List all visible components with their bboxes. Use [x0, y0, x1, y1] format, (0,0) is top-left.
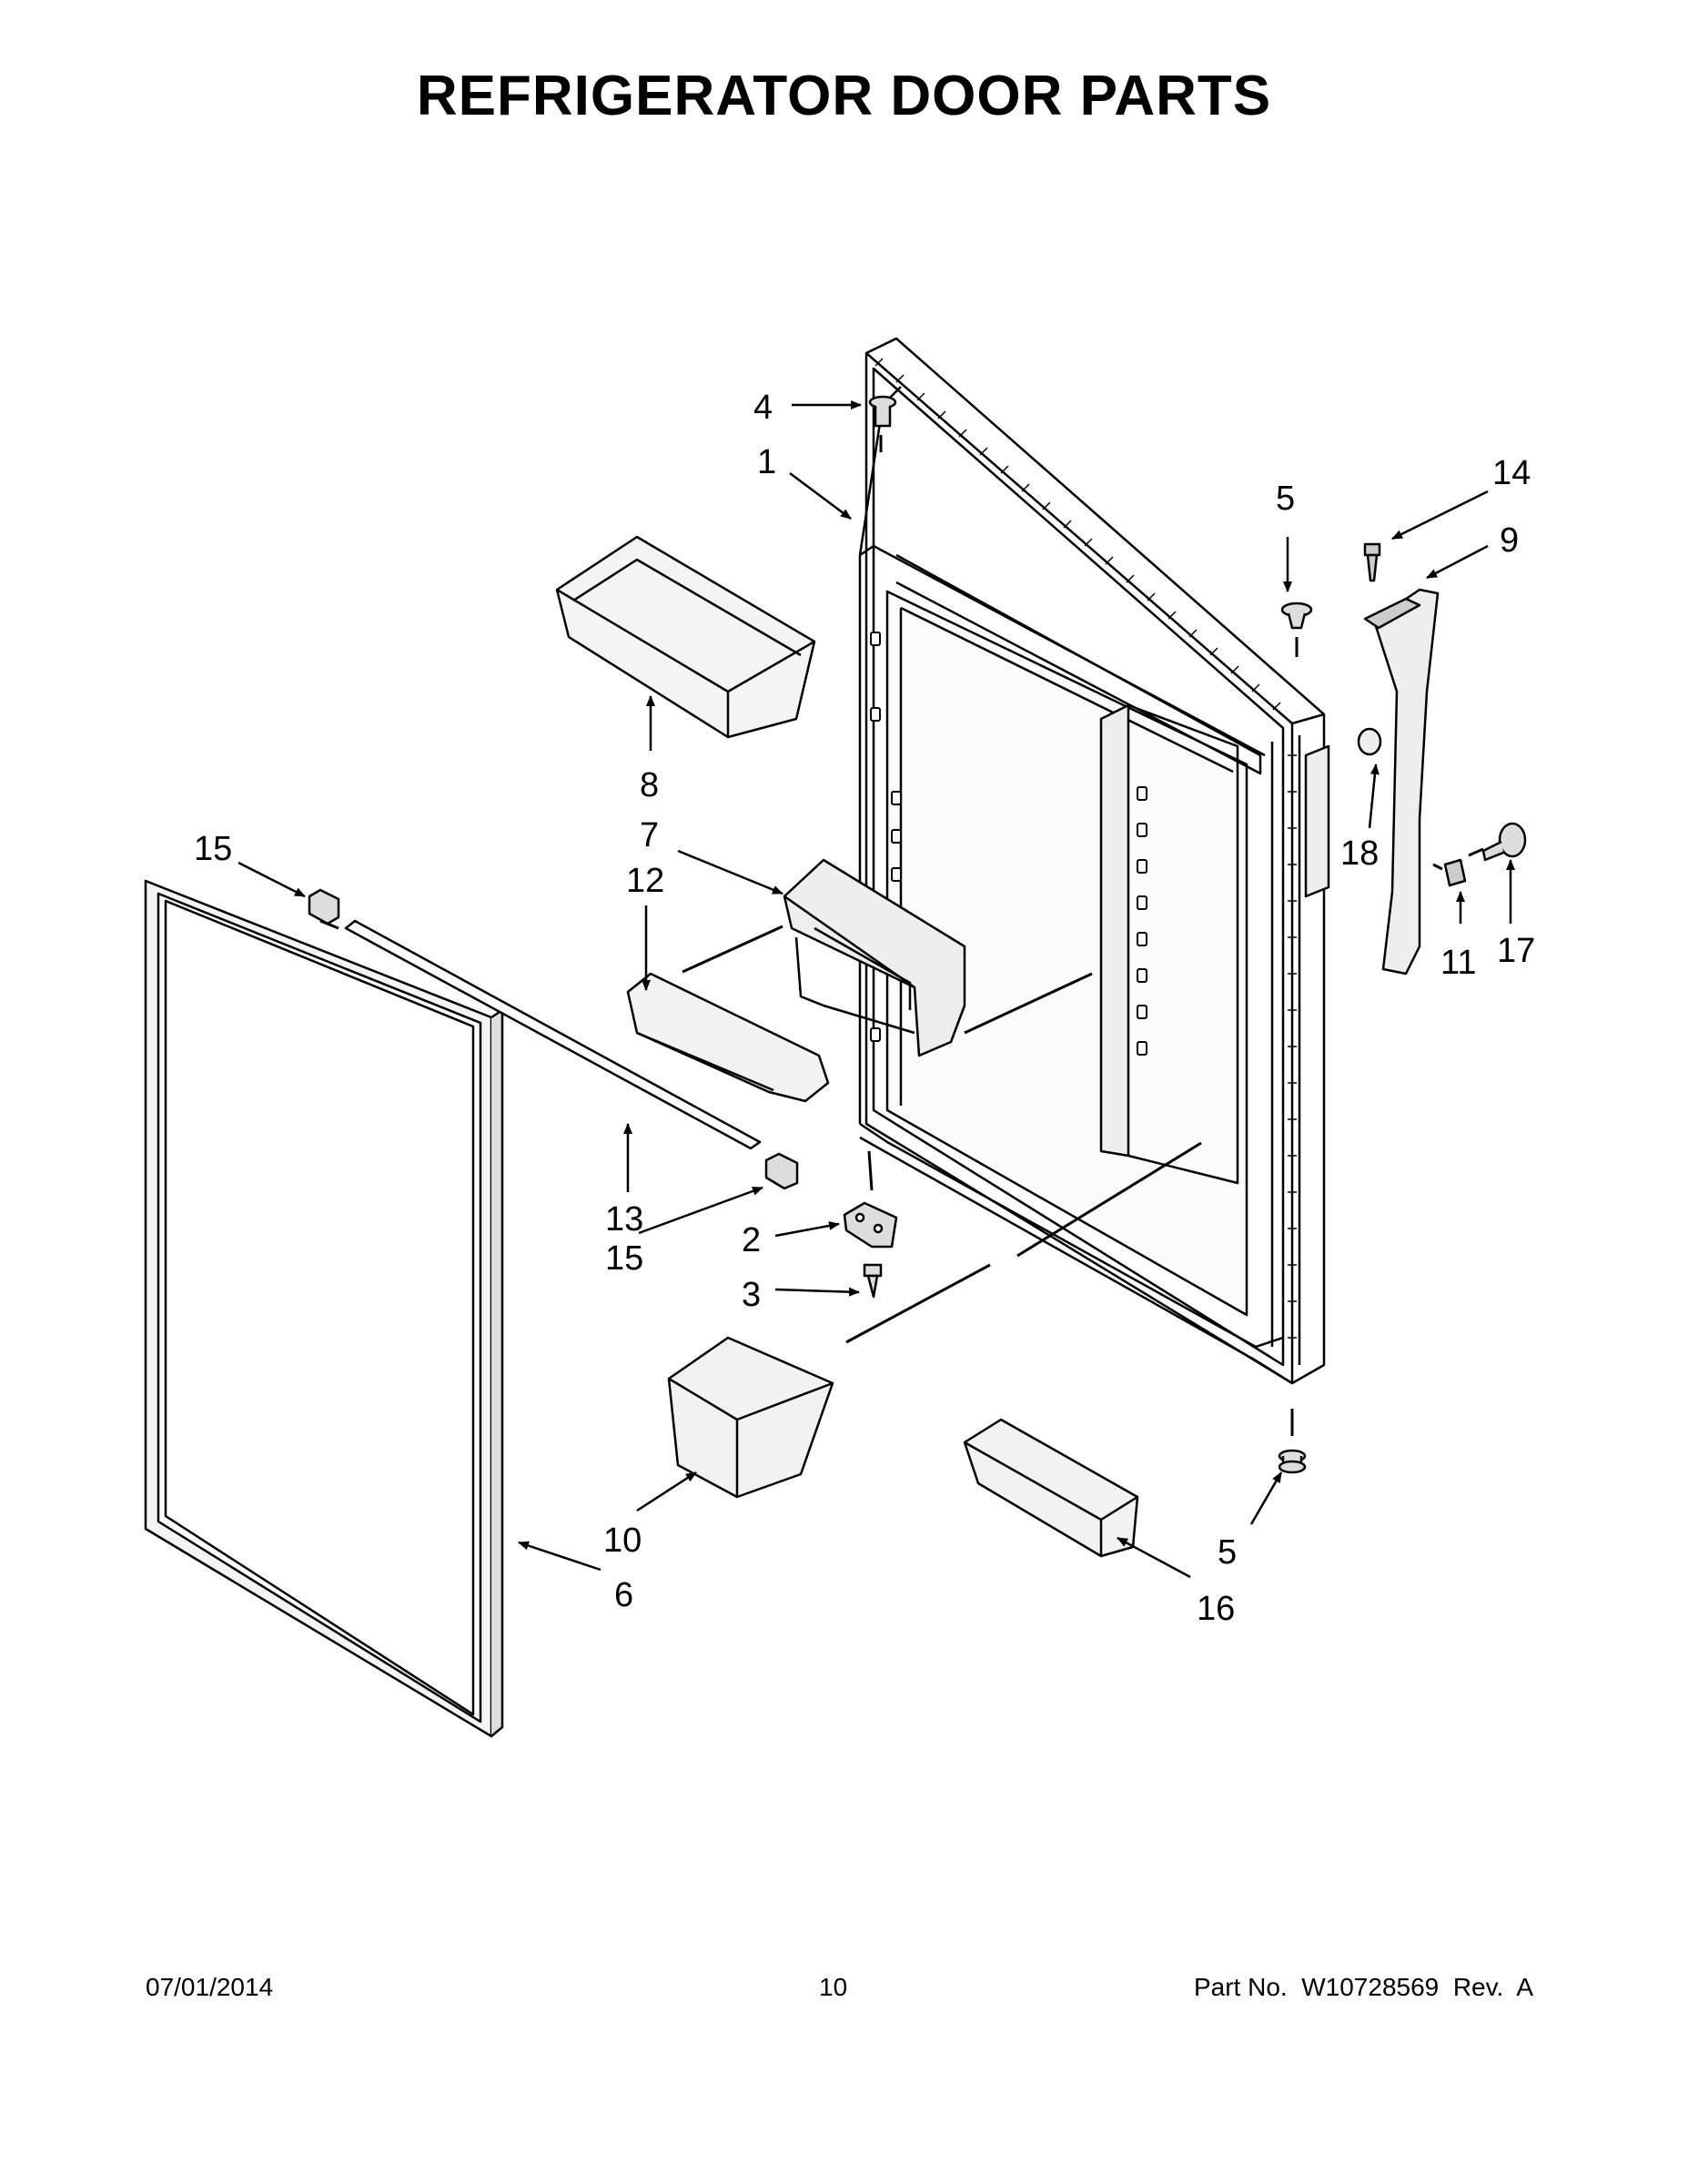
explode-lines [319, 435, 1484, 1436]
callout-leader-arrows [238, 400, 1515, 1579]
callout-17: 17 [1497, 932, 1535, 970]
callout-16: 16 [1197, 1590, 1235, 1628]
callout-5-top: 5 [1276, 480, 1295, 518]
bin-cover-part [626, 972, 830, 1103]
shelf-peg-holes [870, 632, 1147, 1056]
callout-5-bottom: 5 [1218, 1533, 1237, 1572]
lower-door-bin-part [667, 1336, 834, 1499]
set-screw-part [1443, 858, 1467, 887]
callout-labels: 4 1 5 14 9 8 7 12 15 18 11 17 13 15 2 3 … [194, 389, 1535, 1628]
door-handle-part [1363, 588, 1440, 976]
footer-part-number: Part No. W10728569 Rev. A [1194, 1973, 1533, 2002]
mounting-stud-part [1481, 822, 1527, 862]
dispenser-bin-part [783, 858, 966, 1057]
handle-plug-part [1357, 727, 1382, 756]
callout-1: 1 [757, 443, 776, 481]
top-pin-part [868, 395, 897, 428]
callout-7: 7 [640, 816, 659, 854]
rail-end-cap-part [308, 888, 799, 1190]
callout-12: 12 [626, 862, 664, 900]
handle-screw-part [1363, 542, 1381, 582]
bin-rail-part [344, 919, 762, 1150]
callout-8: 8 [640, 766, 659, 804]
hinge-plate-part [843, 1201, 898, 1249]
callout-9: 9 [1500, 521, 1519, 560]
page-title: REFRIGERATOR DOOR PARTS [416, 65, 1272, 127]
callout-10: 10 [603, 1522, 642, 1560]
footer-date: 07/01/2014 [146, 1973, 274, 2001]
callout-2: 2 [742, 1221, 761, 1259]
dairy-bin-part [963, 1418, 1139, 1558]
callout-18: 18 [1340, 834, 1379, 873]
callout-4: 4 [753, 389, 773, 427]
part-number-label: Part No. [1193, 1973, 1288, 2001]
door-gasket-part [144, 879, 504, 1738]
callout-14: 14 [1492, 454, 1531, 492]
callout-15-bottom: 15 [605, 1239, 643, 1278]
hinge-screw-part [863, 1263, 883, 1299]
door-liner-part [858, 337, 1330, 1385]
footer-page-number: 10 [819, 1973, 848, 2001]
callout-15-top: 15 [194, 830, 232, 868]
callout-13: 13 [605, 1200, 643, 1239]
part-number-value: W10728569 [1301, 1973, 1440, 2001]
callout-11: 11 [1440, 944, 1476, 982]
callout-6: 6 [614, 1576, 633, 1614]
upper-door-bin-part [555, 535, 816, 739]
door-frame-ribs [874, 358, 1297, 1339]
revision-label: Rev. A [1452, 1973, 1533, 2001]
callout-3: 3 [742, 1276, 761, 1314]
door-bushing-part [1278, 602, 1313, 1474]
